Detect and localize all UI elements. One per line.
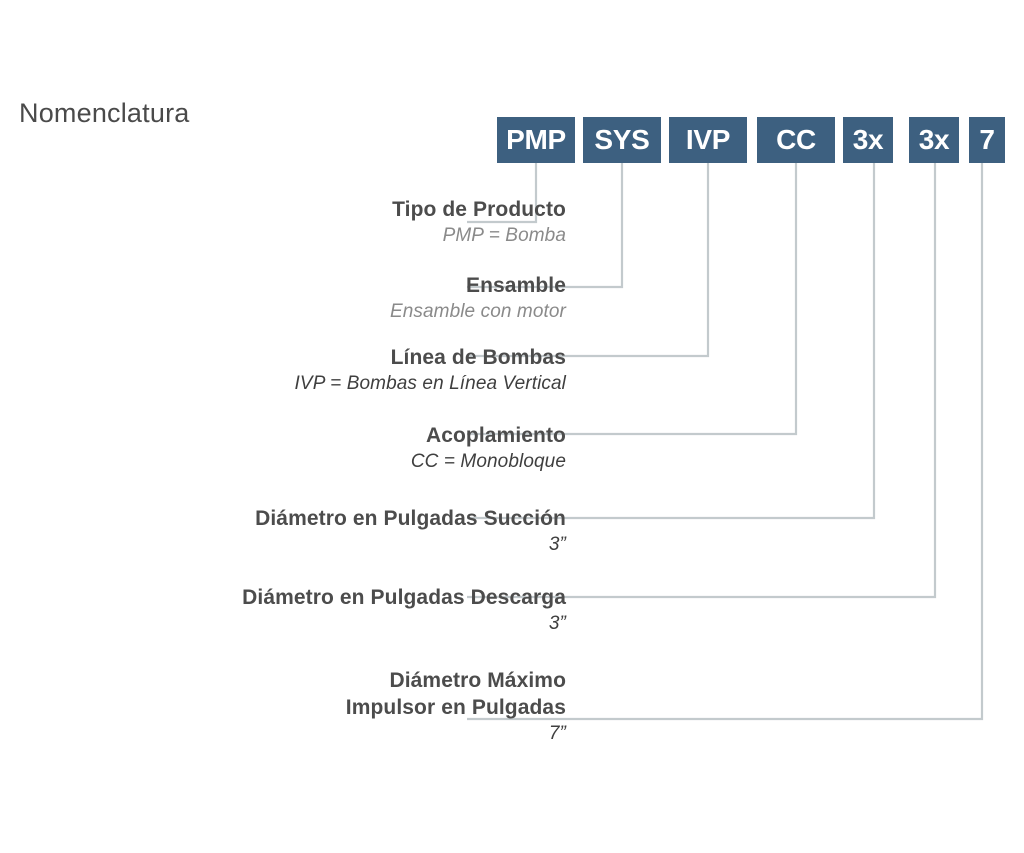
legend-item-subtitle: IVP = Bombas en Línea Vertical <box>294 373 566 394</box>
connector-line-0 <box>467 163 538 224</box>
connector-line-3 <box>467 163 798 436</box>
connector-line-2 <box>467 163 710 358</box>
legend-item-subtitle: 3” <box>548 534 566 555</box>
code-box-5[interactable]: 3x <box>909 117 959 163</box>
legend-item-subtitle: PMP = Bomba <box>442 225 566 246</box>
code-box-0[interactable]: PMP <box>497 117 575 163</box>
legend-item-title: Línea de Bombas <box>390 346 566 369</box>
connector-line-1 <box>467 163 624 289</box>
legend-item-title: Acoplamiento <box>425 424 566 447</box>
connector-line-5 <box>467 163 937 599</box>
code-box-2[interactable]: IVP <box>669 117 747 163</box>
code-box-6[interactable]: 7 <box>969 117 1005 163</box>
legend-item-subtitle: 3” <box>548 613 566 634</box>
legend-item-3: Acoplamiento CC = Monobloque <box>411 422 566 475</box>
legend-item-title: Tipo de Producto <box>392 198 566 221</box>
legend-item-5: Diámetro en Pulgadas Descarga 3” <box>242 584 566 637</box>
connector-line-4 <box>467 163 876 520</box>
legend-item-title-line2: Impulsor en Pulgadas <box>345 696 566 719</box>
code-box-3[interactable]: CC <box>757 117 835 163</box>
connector-line-6 <box>467 163 984 721</box>
legend-item-4: Diámetro en Pulgadas Succión 3” <box>255 505 566 558</box>
legend-item-title: Diámetro Máximo <box>389 669 566 692</box>
legend-item-subtitle: 7” <box>548 723 566 744</box>
code-box-1[interactable]: SYS <box>583 117 661 163</box>
page-title: Nomenclatura <box>19 98 190 128</box>
code-box-4[interactable]: 3x <box>843 117 893 163</box>
legend-item-title: Ensamble <box>465 274 566 297</box>
legend-item-title: Diámetro en Pulgadas Descarga <box>242 586 566 609</box>
legend-item-subtitle: Ensamble con motor <box>389 301 566 322</box>
legend-item-title: Diámetro en Pulgadas Succión <box>255 507 566 530</box>
legend-item-subtitle: CC = Monobloque <box>410 451 566 472</box>
